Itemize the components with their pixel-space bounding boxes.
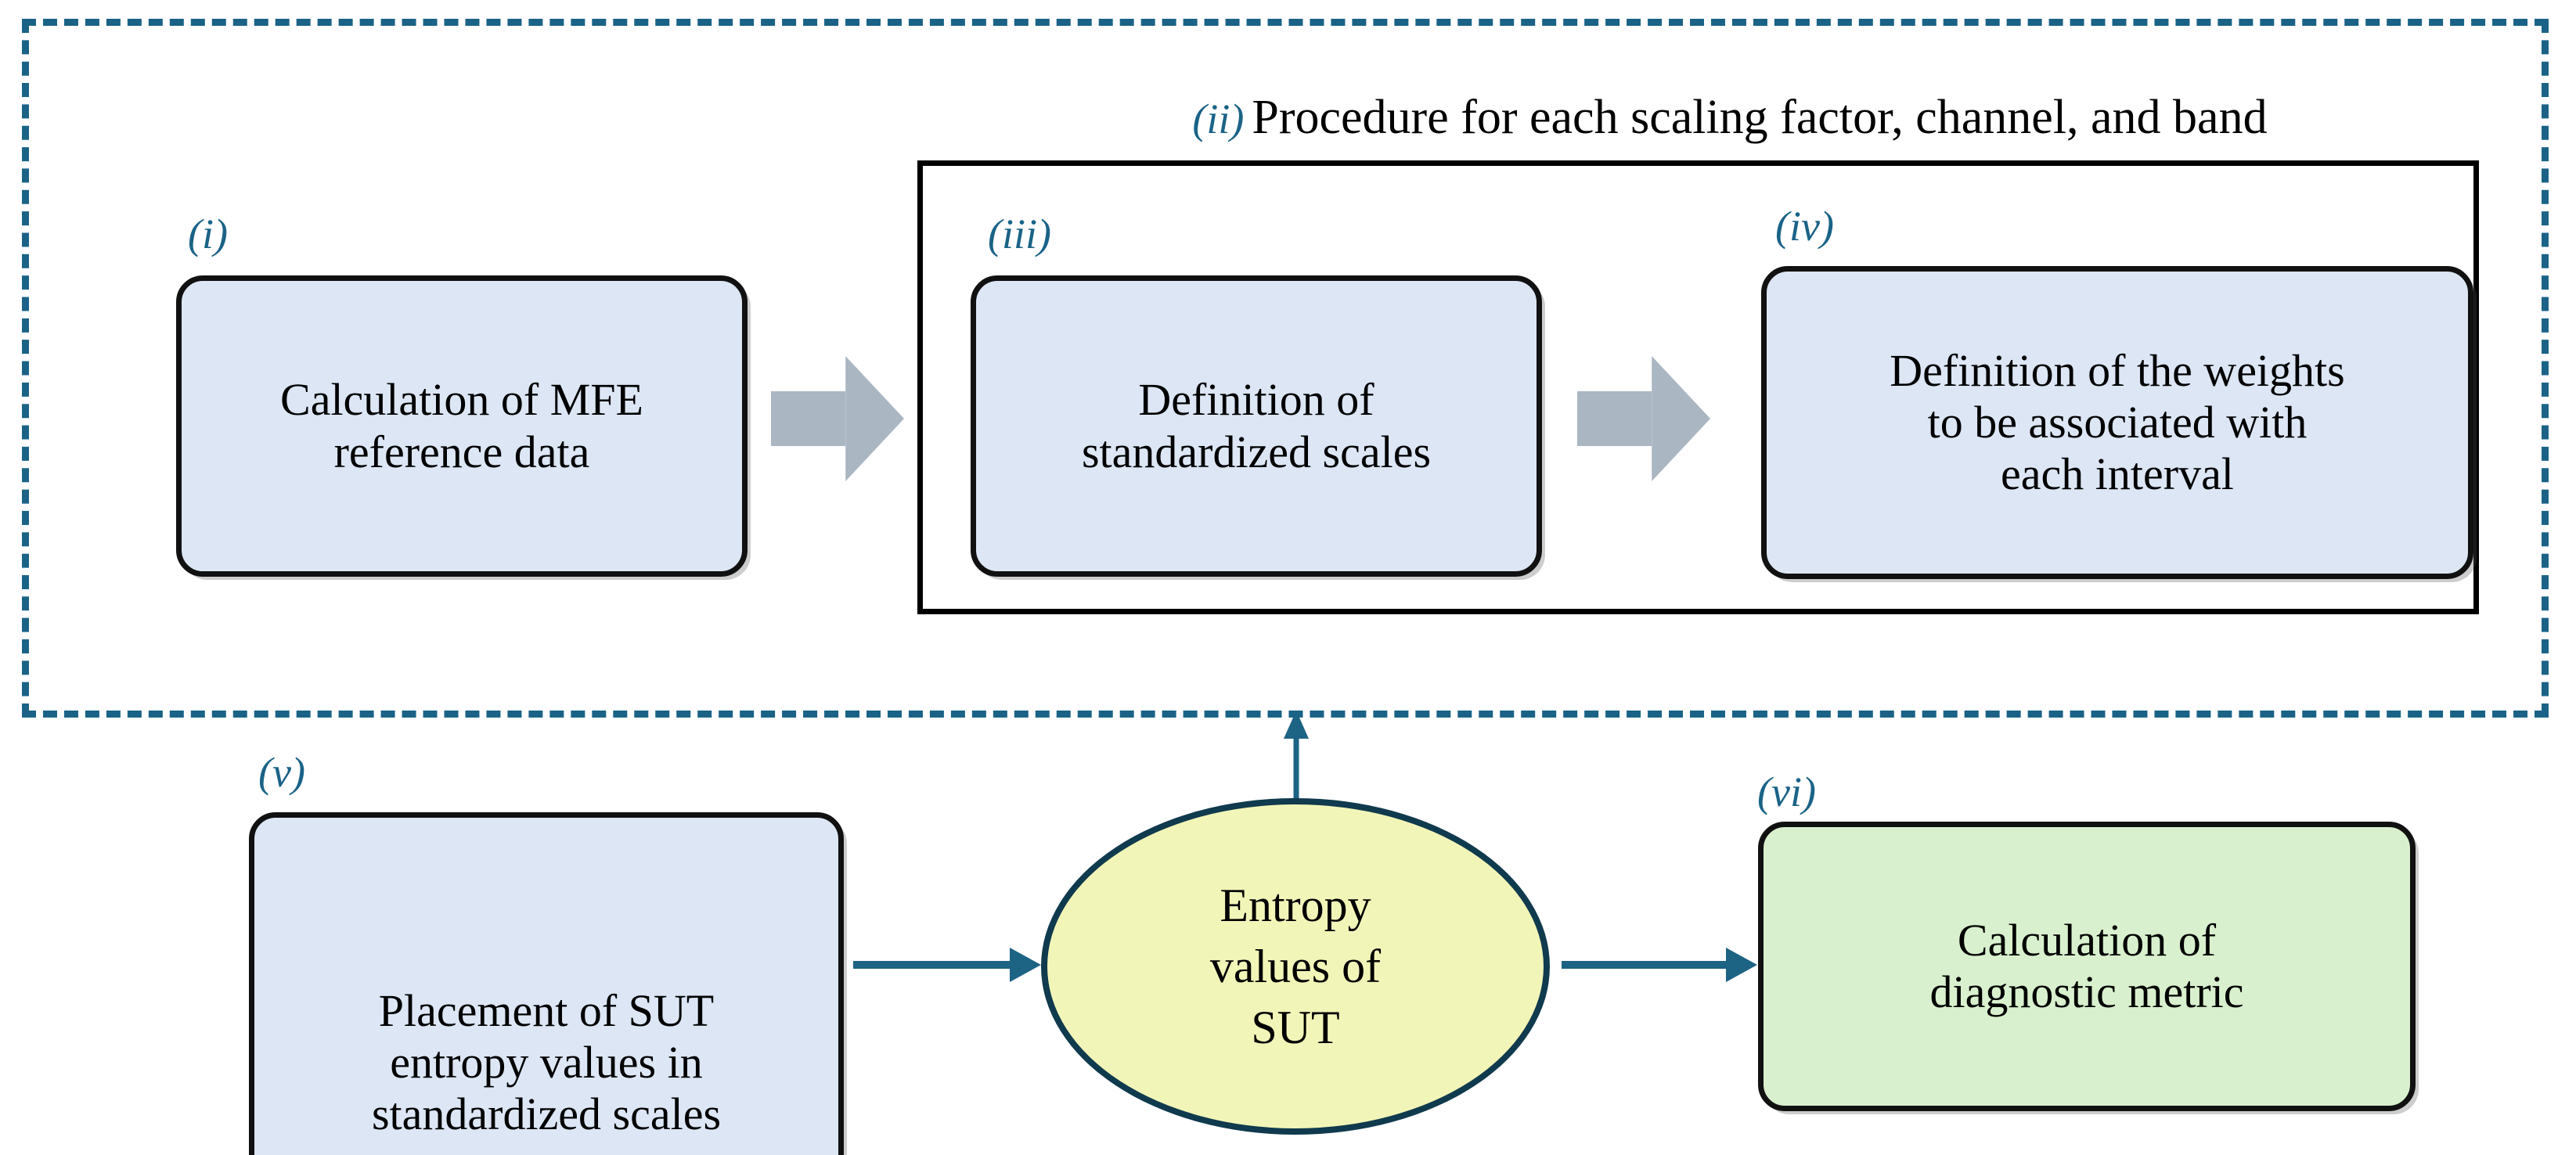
arrow-head xyxy=(1010,948,1041,982)
block-arrow-iii-to-iv xyxy=(1577,356,1710,481)
arrow-head xyxy=(1726,948,1757,982)
roman-label-iv: (iv) xyxy=(1775,203,1834,250)
block-arrow-i-to-iii xyxy=(771,356,904,481)
thin-arrow-v-to-sut xyxy=(853,947,1041,983)
roman-label-i: (i) xyxy=(188,210,228,257)
arrow-line xyxy=(1562,961,1730,969)
block-arrow-shaft xyxy=(1577,390,1652,447)
roman-label-v: (v) xyxy=(258,749,305,796)
roman-label-vi: (vi) xyxy=(1757,768,1816,815)
block-arrow-head xyxy=(845,356,904,481)
procedure-title: (ii)Procedure for each scaling factor, c… xyxy=(924,92,2536,143)
roman-label-ii: (ii) xyxy=(1192,95,1245,142)
roman-label-iii: (iii) xyxy=(988,210,1051,257)
procedure-inner-container xyxy=(917,160,2479,614)
arrow-line xyxy=(1293,711,1299,828)
arrow-head xyxy=(1284,711,1309,739)
procedure-title-text: Procedure for each scaling factor, chann… xyxy=(1252,91,2268,144)
arrow-line xyxy=(853,961,1014,969)
block-arrow-shaft xyxy=(771,390,846,447)
thin-arrow-sut-to-vi xyxy=(1562,947,1757,983)
thin-arrow-sut-to-procedure xyxy=(1282,711,1310,828)
block-arrow-head xyxy=(1652,356,1710,481)
